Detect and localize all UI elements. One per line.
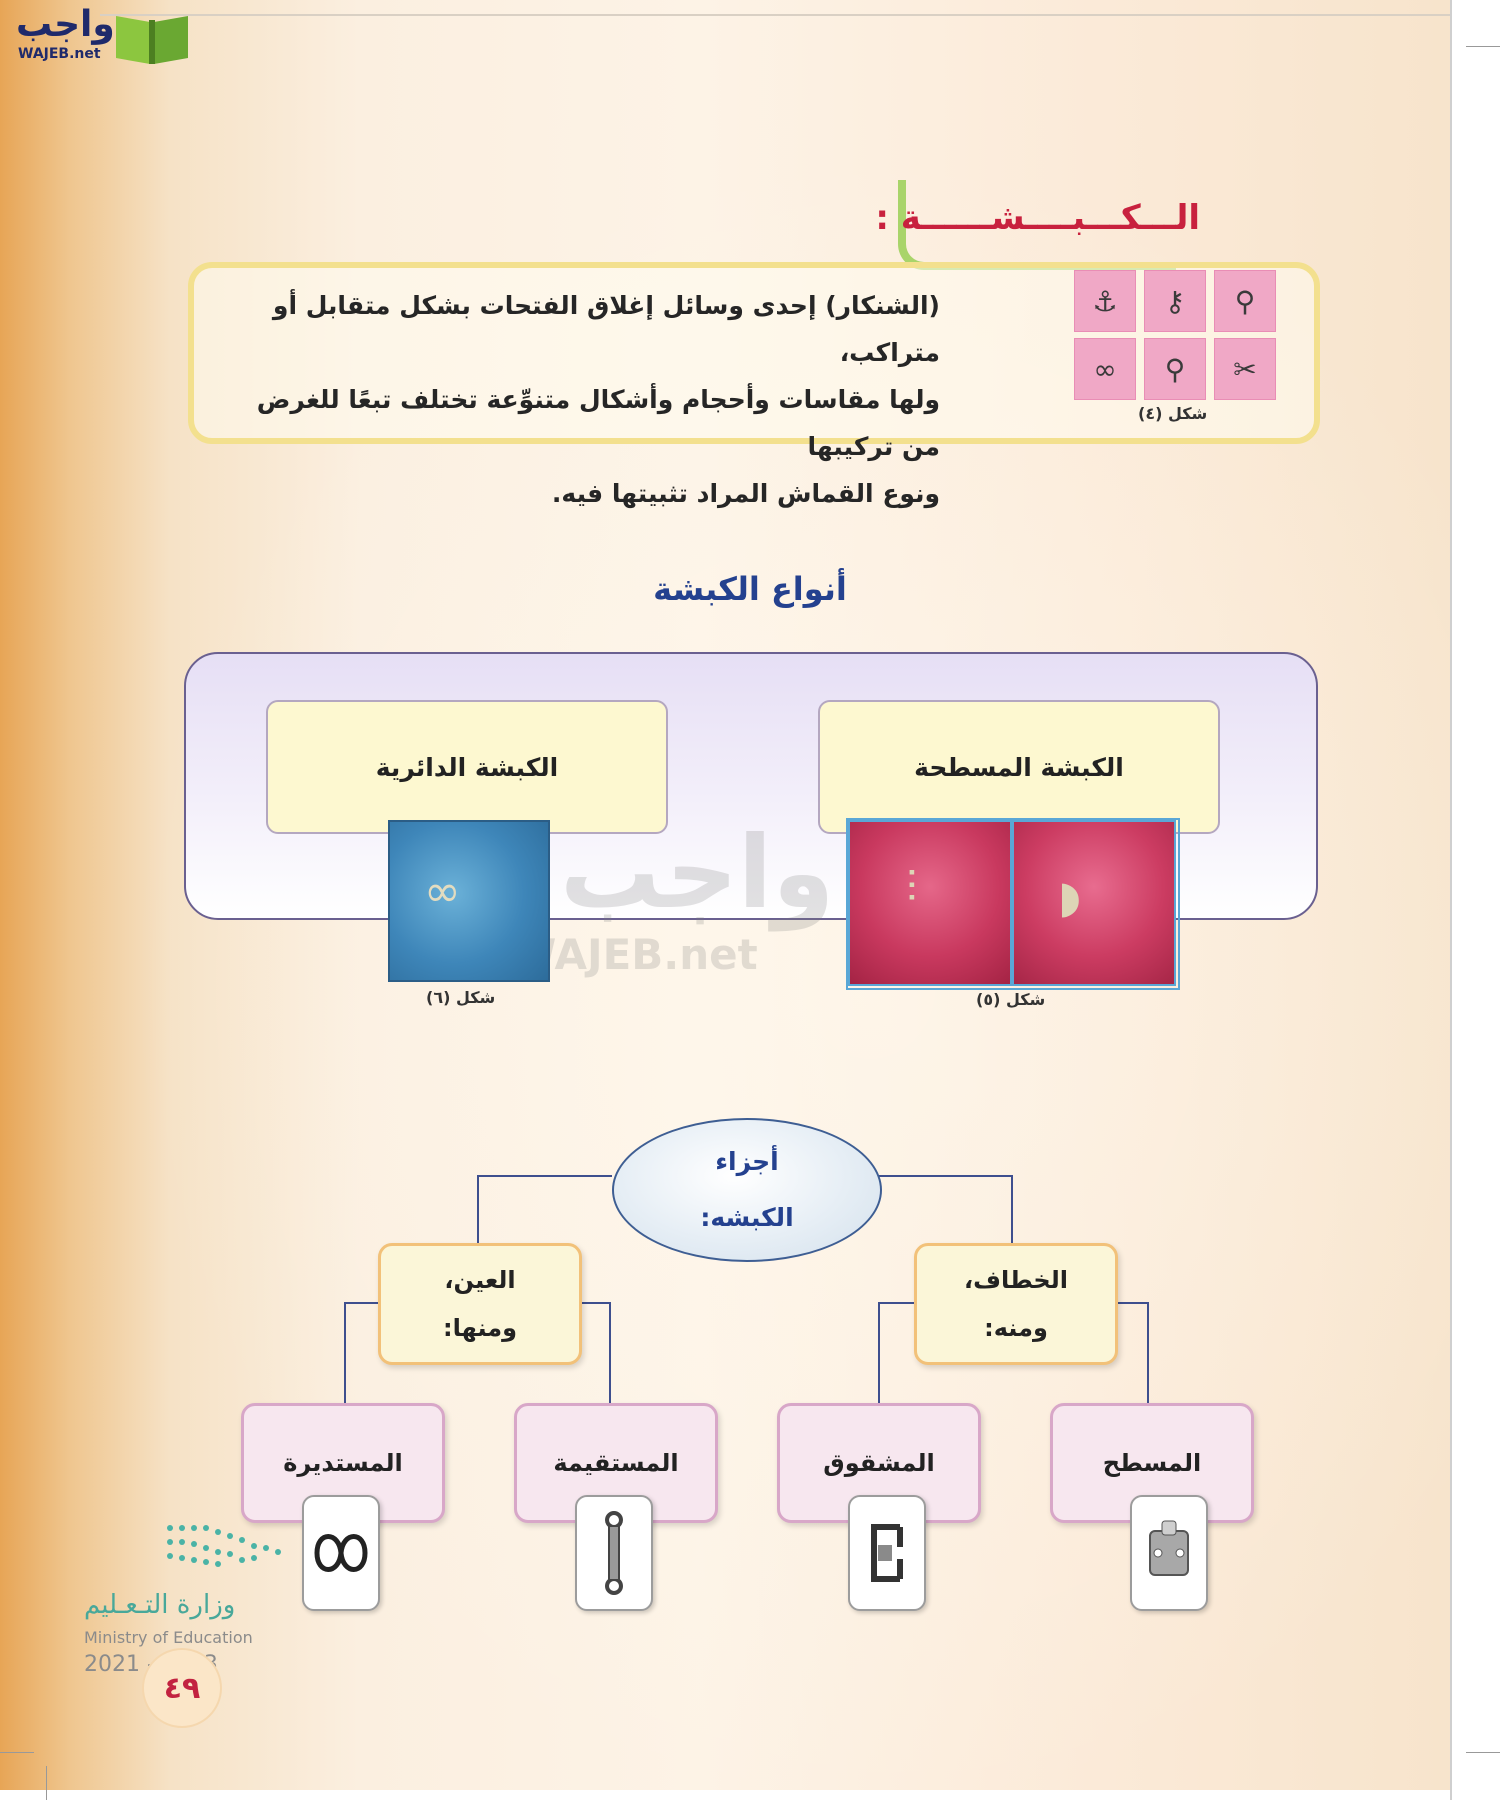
flat-type-box: الكبشة المسطحة <box>818 700 1220 834</box>
crop-mark <box>0 1752 34 1753</box>
figure-caption: شكل (٤) <box>1138 404 1208 423</box>
top-rule <box>100 14 1450 16</box>
intro-line: (الشنكار) إحدى وسائل إغلاق الفتحات بشكل … <box>272 291 940 367</box>
connector-line <box>477 1175 612 1243</box>
hook-thumb: ∞ <box>1074 338 1136 400</box>
hook-part-line: الخطاف، <box>964 1266 1068 1294</box>
connector-line <box>344 1302 378 1403</box>
split-hook-icon <box>848 1495 926 1611</box>
page-margin <box>1450 0 1500 1800</box>
hook-part-box: الخطاف، ومنه: <box>914 1243 1118 1365</box>
intro-line: ونوع القماش المراد تثبيتها فيه. <box>551 479 940 508</box>
connector-line <box>878 1175 1013 1243</box>
flat-hook-photo: ⫶ <box>848 820 1012 986</box>
watermark-subtext: WAJEB.net <box>510 930 758 979</box>
ministry-name-en: Ministry of Education <box>84 1628 253 1647</box>
dots-pattern-icon <box>167 1525 281 1567</box>
intro-text: (الشنكار) إحدى وسائل إغلاق الفتحات بشكل … <box>240 282 940 517</box>
ministry-name-ar: وزارة التـعـليم <box>84 1590 236 1620</box>
eye-part-line: العين، <box>444 1266 516 1294</box>
split-hook-leaf: المشقوق <box>777 1403 981 1523</box>
hooks-figure: ⚲ ⚷ ⚓ ✂ ⚲ ∞ <box>1074 270 1276 400</box>
photo-frame <box>846 818 1180 990</box>
parts-root-oval: أجزاء الكبشه: <box>612 1118 882 1262</box>
connector-line <box>1112 1302 1149 1403</box>
hook-thumb: ⚓ <box>1074 270 1136 332</box>
parts-root-line: الكبشه: <box>700 1203 794 1232</box>
hook-thumb: ⚲ <box>1214 270 1276 332</box>
crop-mark <box>1466 46 1500 47</box>
intro-line: ولها مقاسات وأحجام وأشكال متنوِّعة تختلف… <box>256 385 940 461</box>
connector-line <box>576 1302 611 1403</box>
hook-part-line: ومنه: <box>984 1314 1048 1342</box>
straight-eye-icon <box>575 1495 653 1611</box>
parts-root-line: أجزاء <box>715 1147 779 1176</box>
figure-caption: شكل (٥) <box>976 990 1046 1009</box>
eye-part-line: ومنها: <box>442 1314 518 1342</box>
round-hook-photo: ∞ <box>388 820 550 982</box>
figure-caption: شكل (٦) <box>426 988 496 1007</box>
page-title: الـــكـــبــــشــــــة : <box>875 198 1200 238</box>
hook-thumb: ✂ <box>1214 338 1276 400</box>
connector-line <box>878 1302 914 1403</box>
round-eye-icon <box>302 1495 380 1611</box>
page-number: ٤٩ <box>144 1650 220 1726</box>
wajeb-logo[interactable]: واجب WAJEB.net <box>8 4 188 68</box>
hook-thumb: ⚷ <box>1144 270 1206 332</box>
book-icon <box>116 16 188 64</box>
flat-eye-photo: ◗ <box>1012 820 1176 986</box>
types-heading: أنواع الكبشة <box>653 570 847 608</box>
logo-text: واجب <box>16 4 115 45</box>
eye-part-box: العين، ومنها: <box>378 1243 582 1365</box>
crop-mark <box>46 1766 47 1800</box>
hook-thumb: ⚲ <box>1144 338 1206 400</box>
crop-mark <box>1466 1752 1500 1753</box>
flat-hook-icon <box>1130 1495 1208 1611</box>
round-type-box: الكبشة الدائرية <box>266 700 668 834</box>
watermark-text: واجب <box>560 814 835 931</box>
logo-subtext: WAJEB.net <box>18 46 101 62</box>
